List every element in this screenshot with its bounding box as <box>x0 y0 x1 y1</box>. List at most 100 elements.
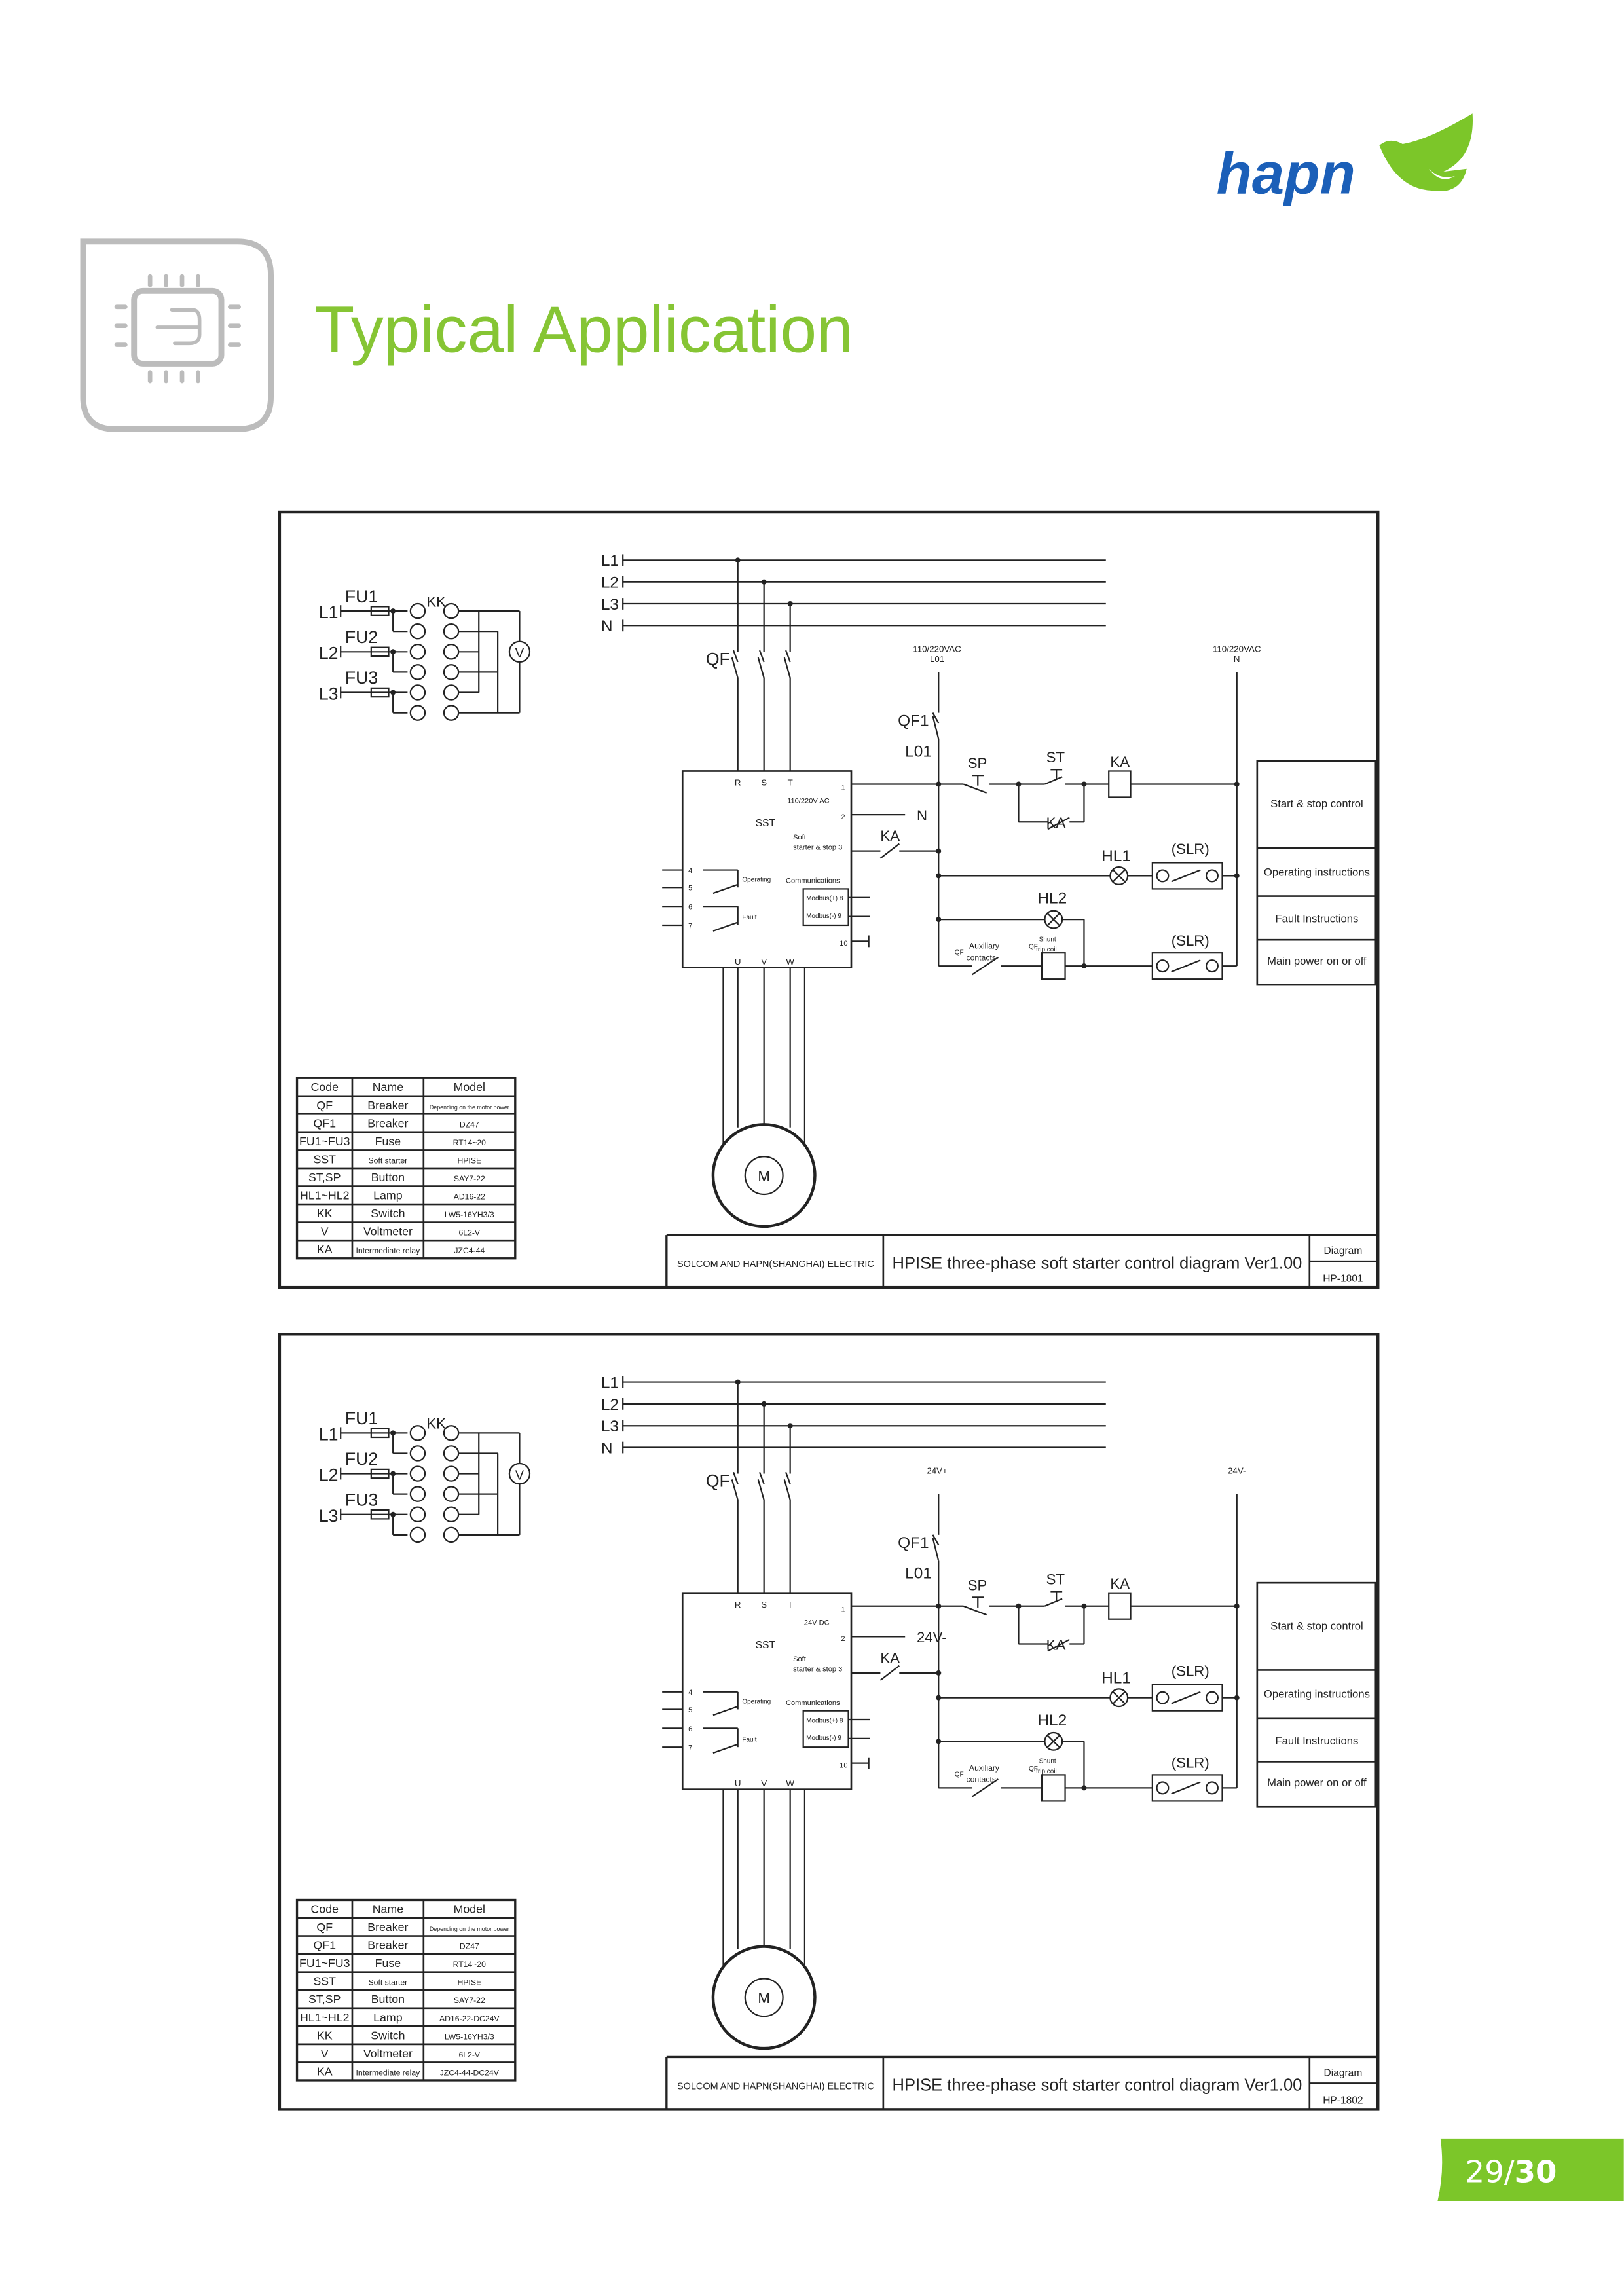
diagram-title: HPISE three-phase soft starter control d… <box>893 1254 1302 1272</box>
sst-text: Communications <box>786 1699 840 1707</box>
ka-label: KA <box>880 828 900 844</box>
logo-text: hapn <box>1217 141 1356 206</box>
bus-label: N <box>601 617 613 635</box>
fuse-label: FU3 <box>345 668 378 688</box>
ka-coil <box>1108 770 1132 798</box>
wire <box>932 1538 940 1562</box>
table-cell: HPISE <box>457 1156 481 1165</box>
wire <box>1171 1691 1201 1704</box>
table-cell: Button <box>371 1993 405 2006</box>
shunt-trip-coil <box>1041 952 1066 980</box>
bus-label: L2 <box>601 574 619 592</box>
switch-terminal <box>443 623 460 640</box>
switch-terminal <box>443 684 460 701</box>
sst-text: Soft <box>793 1655 806 1663</box>
wire <box>783 657 791 678</box>
wire <box>971 956 999 976</box>
ka-coil <box>1108 1592 1132 1620</box>
diagram-title: HPISE three-phase soft starter control d… <box>893 2076 1302 2095</box>
voltmeter-label: V <box>515 1468 525 1483</box>
phase-out-label: W <box>786 957 794 967</box>
shunt-label: trip coil <box>1036 1768 1057 1775</box>
page-separator: / <box>1504 2154 1515 2190</box>
wire <box>712 1743 739 1754</box>
phase-label: L1 <box>319 602 339 622</box>
fuse-label: FU1 <box>345 587 378 606</box>
wire <box>732 650 739 663</box>
table-cell: Lamp <box>373 2011 403 2024</box>
qf-label: QF <box>706 649 730 669</box>
wire <box>1047 1735 1060 1748</box>
fuse-label: FU2 <box>345 1449 378 1469</box>
bus-label: L1 <box>601 552 619 570</box>
wire <box>963 783 987 794</box>
table-cell: DZ47 <box>460 1120 479 1129</box>
aux-label: QF <box>955 1771 964 1778</box>
switch-terminal <box>443 1486 460 1502</box>
supply-label: 110/220VAC <box>1213 644 1261 654</box>
table-header: Model <box>454 1080 485 1094</box>
phase-out-label: V <box>761 1778 767 1788</box>
sst-text: Fault <box>742 914 756 921</box>
l01-label: L01 <box>905 743 932 760</box>
ka-label: KA <box>1110 1575 1130 1592</box>
wire <box>1044 1598 1063 1607</box>
modbus-label: Modbus(-) 9 <box>806 913 841 920</box>
switch-terminal <box>409 623 426 640</box>
diagram-label: Diagram <box>1324 1245 1363 1257</box>
diagram-frame <box>278 510 1380 1289</box>
dove-icon <box>1379 113 1473 191</box>
table-cell: Intermediate relay <box>356 1246 421 1255</box>
table-cell: Breaker <box>367 1099 408 1112</box>
sst-supply-label: 110/220V AC <box>787 797 830 805</box>
sst-text: Fault <box>742 1736 756 1743</box>
wire <box>731 657 739 678</box>
switch-terminal <box>409 1526 426 1543</box>
bus-label: L3 <box>601 596 619 614</box>
table-cell: Depending on the motor power <box>430 1926 509 1932</box>
switch-terminal <box>443 1445 460 1462</box>
table-cell: QF1 <box>313 1116 336 1130</box>
switch-terminal <box>409 684 426 701</box>
phase-label: L2 <box>319 643 339 663</box>
wire <box>784 1471 791 1484</box>
table-cell: KA <box>317 1243 333 1256</box>
switch-terminal <box>409 1425 426 1441</box>
bus-label: L1 <box>601 1374 619 1391</box>
fuse <box>370 646 390 657</box>
wire <box>1113 869 1126 883</box>
wire <box>712 921 739 932</box>
slr-terminal <box>1205 1691 1219 1704</box>
phase-out-label: U <box>735 1778 741 1788</box>
aux-label: contacts <box>966 1775 995 1784</box>
junction-dot <box>936 848 942 854</box>
table-cell: 6L2-V <box>459 2050 481 2059</box>
aux-label: QF <box>955 949 964 956</box>
wire <box>1044 776 1063 785</box>
junction-dot <box>1234 781 1240 787</box>
junction-dot <box>936 781 942 787</box>
terminal-num: 6 <box>688 904 692 912</box>
table-cell: KA <box>317 2065 333 2078</box>
modbus-label: Modbus(+) 8 <box>806 895 843 902</box>
ka-label: KA <box>1046 815 1066 831</box>
switch-terminal <box>443 602 460 619</box>
section-label: Start & stop control <box>1270 1619 1363 1632</box>
chip-icon <box>80 238 274 432</box>
terminal-num: 4 <box>688 1689 692 1697</box>
terminal-num: 1 <box>841 784 845 792</box>
ka-label: KA <box>1110 754 1130 770</box>
table-cell: SST <box>313 1975 336 1988</box>
switch-terminal <box>409 1506 426 1522</box>
switch-terminal <box>409 664 426 680</box>
section-label: Operating instructions <box>1264 1688 1370 1701</box>
phase-label: L3 <box>319 684 339 704</box>
dove-wing-gap <box>1428 168 1455 179</box>
slr-label: (SLR) <box>1172 841 1209 857</box>
aux-label: QF <box>1029 944 1038 951</box>
wire <box>758 1471 765 1484</box>
terminal-num: 6 <box>688 1725 692 1733</box>
total-pages: 30 <box>1515 2154 1557 2190</box>
slr-terminal <box>1156 869 1170 883</box>
junction-dot <box>936 1603 942 1609</box>
